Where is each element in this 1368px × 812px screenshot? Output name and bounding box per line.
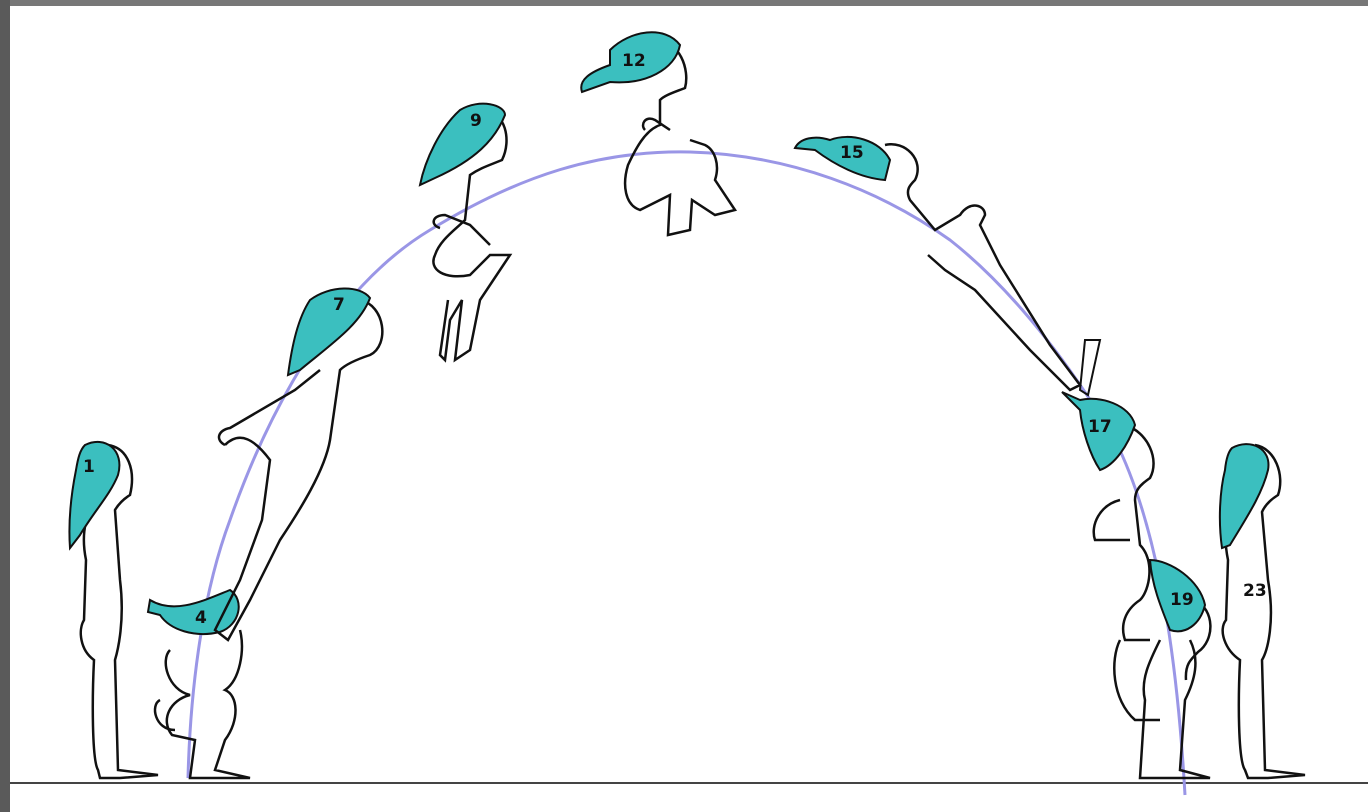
frame-label-15: 15 [840, 143, 864, 163]
frame-label-7: 7 [333, 295, 345, 315]
frame-label-1: 1 [83, 457, 95, 477]
frame-label-19: 19 [1170, 590, 1194, 610]
frame-label-23: 23 [1243, 581, 1267, 601]
frame-label-9: 9 [470, 111, 482, 131]
paper-background [10, 6, 1368, 812]
frame-label-12: 12 [622, 51, 646, 71]
frame-label-17: 17 [1088, 417, 1112, 437]
frame-label-4: 4 [195, 608, 207, 628]
frame-border-left [0, 0, 10, 812]
